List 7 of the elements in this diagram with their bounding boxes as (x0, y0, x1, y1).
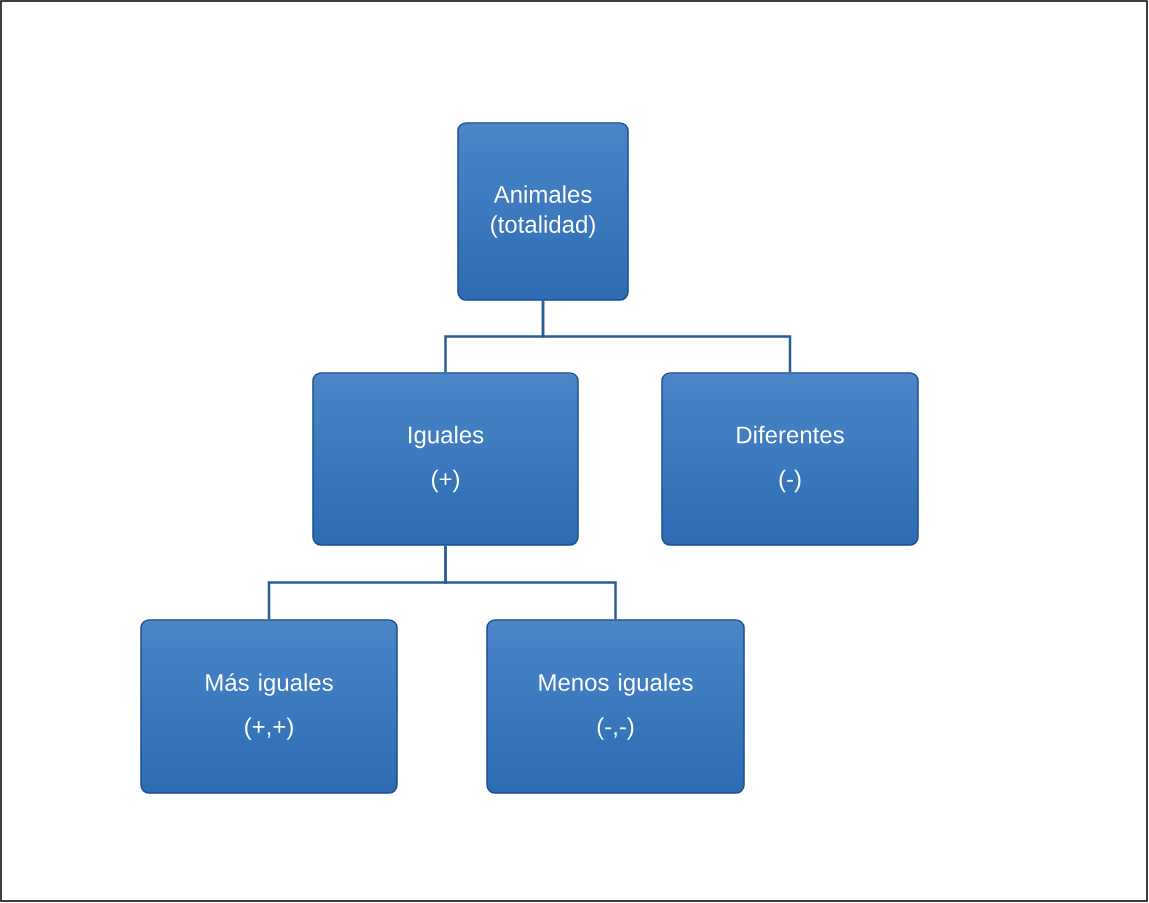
process-box: Animales (totalidad) (457, 122, 629, 301)
process-box: Más iguales (+,+) (140, 619, 398, 794)
process-box: Iguales (+) (312, 372, 579, 546)
connector-line (541, 300, 792, 373)
process-box: Menos iguales (-,-) (486, 619, 745, 794)
process-box: Diferentes (-) (661, 372, 919, 546)
connector-line (444, 545, 617, 620)
